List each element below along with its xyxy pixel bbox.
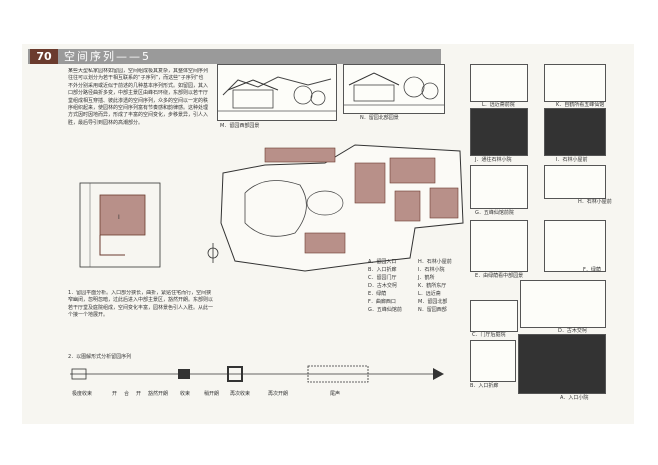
sequence-label: 再次收束	[230, 391, 251, 397]
sketch-g	[470, 165, 528, 209]
legend-item: H．石林小屋前	[418, 259, 452, 265]
caption-sketch-m: M．留园西部园景	[220, 123, 260, 129]
caption-a: A．入口小院	[560, 395, 589, 401]
legend-item: B．入口折廊	[368, 267, 397, 273]
legend-item: D．古木交柯	[368, 283, 397, 289]
sketch-b	[470, 340, 516, 382]
sketch-k	[544, 64, 606, 102]
caption-b: B．入口折廊	[470, 383, 499, 389]
legend-item: I．石林小院	[418, 267, 445, 273]
sequence-caption: 2．以图解形式分析留园序列	[68, 354, 132, 360]
sketch-i	[544, 108, 606, 156]
sketch-north-garden-drawing	[344, 72, 444, 106]
caption-g: G．五峰仙馆前院	[475, 210, 514, 216]
legend-item: J．鹤所	[418, 275, 435, 281]
sketch-north-garden	[343, 64, 445, 114]
legend-item: M．留园北部	[418, 299, 448, 305]
sequence-label: 豁然开朗	[148, 391, 169, 397]
svg-text:I: I	[118, 214, 120, 221]
site-plan	[207, 144, 464, 272]
sequence-label: 开	[112, 391, 118, 397]
sequence-label: 开	[136, 391, 142, 397]
sequence-label: 尾声	[330, 391, 341, 397]
sketch-e	[470, 220, 528, 272]
sequence-label: 极度收束	[72, 391, 93, 397]
caption-d: D．古木交柯	[558, 328, 587, 334]
caption-c: C．门厅后庭院	[472, 332, 506, 338]
sequence-label: 再次开朗	[268, 391, 289, 397]
sketch-h	[544, 165, 606, 199]
legend-right: H．石林小屋前 I．石林小院 J．鹤所 K．鹤所东厅 L．远近斋 M．留园北部 …	[418, 258, 466, 314]
page-number: 70	[30, 49, 58, 64]
sequence-label: 收束	[180, 391, 191, 397]
sketch-d	[520, 280, 606, 328]
page-title: 空间序列——5	[64, 50, 151, 63]
sketch-j	[470, 108, 528, 156]
legend-item: K．鹤所东厅	[418, 283, 447, 289]
legend-item: L．远近斋	[418, 291, 441, 297]
caption-f: F．绿荫	[583, 267, 601, 273]
sequence-diagram	[70, 365, 444, 383]
sketch-west-garden	[217, 64, 337, 121]
sketch-f	[544, 220, 606, 272]
caption-i: I．石林小屋前	[556, 157, 588, 163]
caption-e: E．由绿荫看中部园景	[475, 273, 524, 279]
header-bar	[28, 49, 441, 64]
legend-item: N．留园西部	[418, 307, 447, 313]
caption-j: J．通往石林小院	[475, 157, 512, 163]
sketch-l	[470, 64, 528, 102]
legend-item: A．留园入口	[368, 259, 397, 265]
sketch-a	[518, 334, 606, 394]
sequence-label: 稍开朗	[204, 391, 220, 397]
legend-item: F．曲廊西口	[368, 299, 396, 305]
sketch-west-garden-drawing	[218, 76, 336, 112]
legend-item: C．留园门厅	[368, 275, 397, 281]
sketch-c	[470, 300, 518, 332]
plan-caption: 1．留园平面分析。入口部分狭长，曲折，紧贴住宅而行，空间狭窄幽闭，忽明忽暗，过此…	[68, 290, 213, 319]
sequence-label: 合	[124, 391, 130, 397]
sequence-labels: 极度收束 开 合 开 豁然开朗 收束 稍开朗 再次收束 再次开朗 尾声	[68, 390, 448, 398]
legend-item: E．绿荫	[368, 291, 387, 297]
legend-item: G．五峰仙馆前	[368, 307, 402, 313]
intro-paragraph: 某些大型私家园林如留园，空间组成极其复杂，其整体空间序列往往可以划分为若干相互联…	[68, 68, 208, 126]
caption-k: K．自鹤所看五峰仙馆	[556, 102, 605, 108]
key-plan-diagram: I	[79, 182, 161, 268]
caption-sketch-n: N．留园北部园景	[360, 115, 399, 121]
caption-h: H．石林小屋前	[578, 199, 612, 205]
caption-l: L．远近斋前院	[482, 102, 515, 108]
legend-left: A．留园入口 B．入口折廊 C．留园门厅 D．古木交柯 E．绿荫 F．曲廊西口 …	[368, 258, 416, 314]
